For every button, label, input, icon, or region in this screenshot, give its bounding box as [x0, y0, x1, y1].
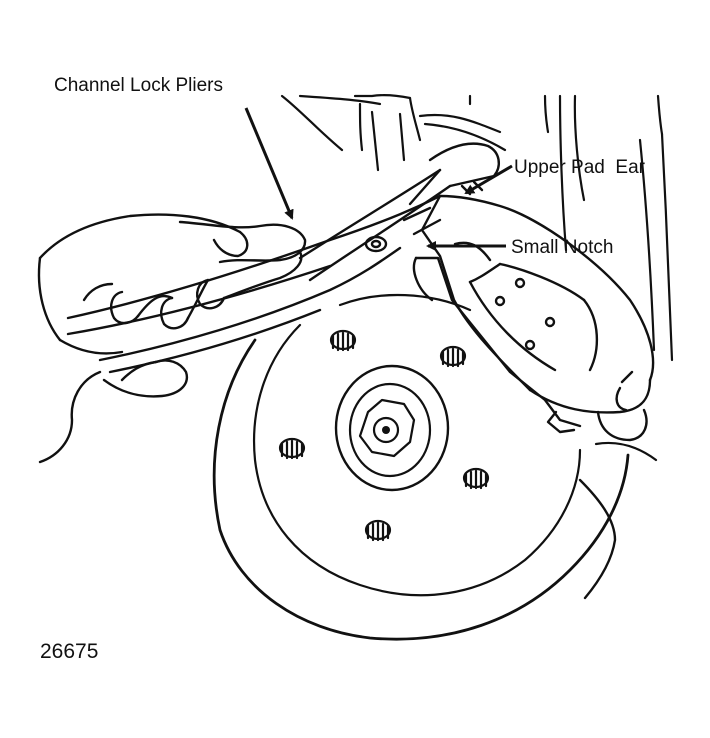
figure-number: 26675 — [40, 640, 99, 663]
label-arrows — [246, 108, 512, 251]
label-channel-lock-pliers: Channel Lock Pliers — [54, 75, 223, 96]
suspension-outline — [282, 95, 672, 360]
upper-pad-ear-arrow — [464, 166, 512, 193]
brake-pad — [414, 196, 653, 440]
label-small-notch: Small Notch — [511, 237, 614, 258]
rotor — [214, 295, 656, 639]
channel-lock-pliers — [68, 144, 499, 372]
label-upper-pad-ear: Upper Pad Ear — [514, 157, 645, 178]
hand — [39, 215, 305, 462]
pliers-arrow — [246, 108, 294, 220]
